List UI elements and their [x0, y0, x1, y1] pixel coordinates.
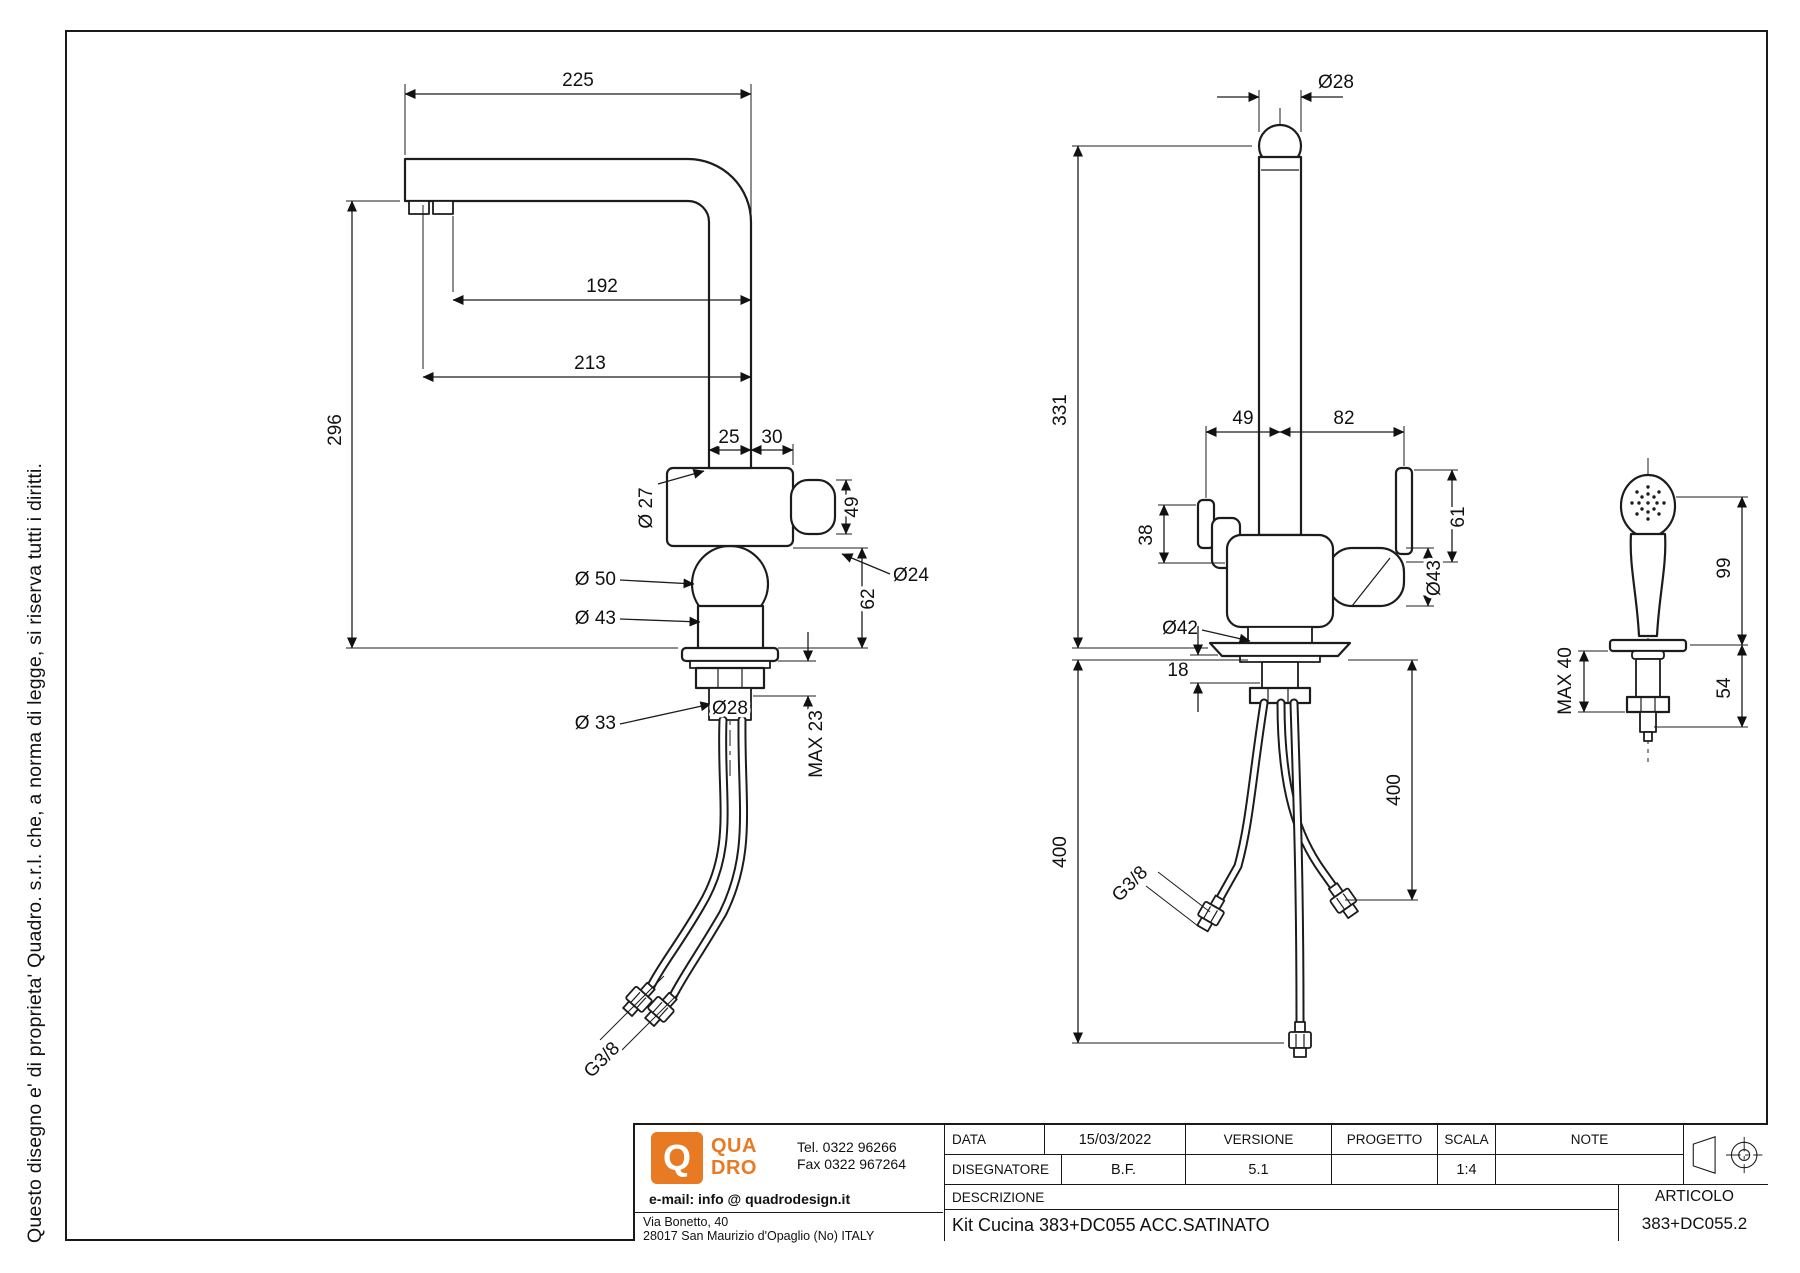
sprayer-flange	[1608, 638, 1688, 653]
label-articolo: ARTICOLO	[1655, 1188, 1734, 1205]
front-mixer-body	[1225, 533, 1335, 629]
side-lower-cylinder	[696, 604, 765, 652]
quadro-logo: Q	[651, 1132, 703, 1184]
company-name-top: QUA	[711, 1135, 757, 1157]
label-progetto: PROGETTO	[1332, 1125, 1438, 1155]
label-descrizione: DESCRIZIONE	[945, 1185, 1619, 1210]
side-dim-30: 30	[761, 427, 782, 448]
front-dim-400-right: 400	[1384, 774, 1405, 806]
sprayer-dim-54: 54	[1714, 677, 1735, 699]
company-name: QUA DRO	[711, 1135, 757, 1179]
value-data: 15/03/2022	[1045, 1125, 1186, 1155]
side-hoses	[646, 715, 749, 1001]
side-dim-dia27: Ø 27	[636, 487, 657, 528]
value-disegnatore: B.F.	[1062, 1155, 1186, 1185]
label-scala: SCALA	[1438, 1125, 1496, 1155]
front-hoses	[1215, 698, 1338, 1027]
side-locknut	[694, 666, 766, 690]
front-right-handle	[1394, 466, 1414, 556]
sprayer-shank	[1635, 658, 1661, 698]
projection-symbol-cell	[1684, 1125, 1768, 1185]
side-dim-25: 25	[718, 427, 739, 448]
panel-divider	[635, 1212, 943, 1213]
side-view-dimensions: 225 192 213 296 25 30 Ø 27 49	[322, 67, 933, 1086]
sprayer-outlet	[1639, 711, 1657, 733]
front-dim-400-left: 400	[1050, 836, 1071, 868]
sprayer-dimensions: 99 MAX 40 54	[1552, 496, 1748, 728]
front-right-body-extension	[1326, 546, 1406, 608]
label-versione: VERSIONE	[1186, 1125, 1332, 1155]
company-fax: Fax 0322 967264	[797, 1156, 906, 1172]
label-disegnatore: DISEGNATORE	[945, 1155, 1062, 1185]
side-dim-dia28: Ø28	[712, 698, 748, 719]
sprayer-flange-base	[1631, 650, 1665, 660]
value-descrizione: Kit Cucina 383+DC055 ACC.SATINATO	[945, 1210, 1619, 1241]
side-dim-225: 225	[562, 70, 594, 91]
side-dim-thread: G3/8	[580, 1038, 624, 1082]
value-progetto	[1332, 1155, 1438, 1185]
side-dim-62: 62	[858, 588, 879, 609]
side-deck-flange	[680, 646, 780, 663]
front-dim-61: 61	[1448, 506, 1469, 527]
sprayer-body	[1629, 532, 1667, 638]
sprayer-locknut	[1625, 695, 1671, 714]
side-spout	[403, 157, 753, 470]
front-dim-38: 38	[1136, 524, 1157, 545]
side-aerator	[408, 200, 430, 215]
sprayer-dim-max40: MAX 40	[1555, 647, 1576, 715]
front-dim-dia43: Ø43	[1424, 560, 1445, 596]
company-email: e-mail: info @ quadrodesign.it	[649, 1191, 851, 1207]
side-dim-dia33: Ø 33	[575, 713, 616, 734]
side-aerator-2	[432, 200, 454, 215]
front-base-cylinder	[1247, 626, 1313, 644]
side-dim-max23: MAX 23	[806, 710, 827, 778]
side-dim-296: 296	[325, 414, 346, 446]
side-dim-dia50: Ø 50	[575, 569, 616, 590]
front-dim-331: 331	[1050, 394, 1071, 426]
company-address-2: 28017 San Maurizio d'Opaglio (No) ITALY	[643, 1228, 875, 1243]
side-dim-192: 192	[586, 276, 618, 297]
faucet-front-view: Ø28 331 49 82 38 61 Ø43 Ø42	[1047, 69, 1473, 1058]
faucet-side-view: 225 192 213 296 25 30 Ø 27 49	[322, 67, 933, 1086]
front-hose-fitting-bottom	[1288, 1021, 1312, 1058]
front-view-dimensions: Ø28 331 49 82 38 61 Ø43 Ø42	[1047, 69, 1473, 1044]
side-mixer-body	[665, 466, 795, 548]
value-articolo: 383+DC055.2	[1641, 1213, 1748, 1233]
side-dim-dia43: Ø 43	[575, 608, 616, 629]
side-dim-213: 213	[574, 353, 606, 374]
company-panel: Q QUA DRO Tel. 0322 96266 Fax 0322 96726…	[635, 1125, 945, 1243]
sprayer-face-dots	[1630, 485, 1666, 521]
value-note	[1496, 1155, 1684, 1185]
label-data: DATA	[945, 1125, 1045, 1155]
sprayer-dim-99: 99	[1714, 557, 1735, 578]
value-scala: 1:4	[1438, 1155, 1496, 1185]
front-shank	[1261, 661, 1299, 689]
front-dim-82: 82	[1333, 408, 1354, 429]
front-dim-thread: G3/8	[1108, 862, 1152, 906]
front-dim-dia28: Ø28	[1318, 72, 1354, 93]
front-dim-18: 18	[1167, 660, 1188, 681]
side-dim-49: 49	[842, 496, 863, 517]
front-dim-dia42: Ø42	[1162, 618, 1198, 639]
sprayer-head	[1619, 473, 1677, 539]
company-address-1: Via Bonetto, 40	[643, 1215, 729, 1229]
front-dim-49: 49	[1232, 408, 1253, 429]
front-riser-tube	[1257, 155, 1303, 537]
articolo-cell: ARTICOLO 383+DC055.2	[1619, 1185, 1770, 1241]
value-versione: 5.1	[1186, 1155, 1332, 1185]
first-angle-projection-icon	[1692, 1135, 1763, 1174]
sprayer-outlet-tip	[1643, 731, 1653, 742]
company-name-bottom: DRO	[711, 1157, 757, 1179]
company-tel: Tel. 0322 96266	[797, 1139, 897, 1155]
side-handle	[789, 478, 837, 536]
front-deck-flange	[1208, 641, 1352, 658]
label-note: NOTE	[1496, 1125, 1684, 1155]
sprayer-view: 99 MAX 40 54	[1552, 458, 1748, 762]
title-block: Q QUA DRO Tel. 0322 96266 Fax 0322 96726…	[633, 1123, 1770, 1243]
side-dim-dia24: Ø24	[893, 565, 929, 586]
